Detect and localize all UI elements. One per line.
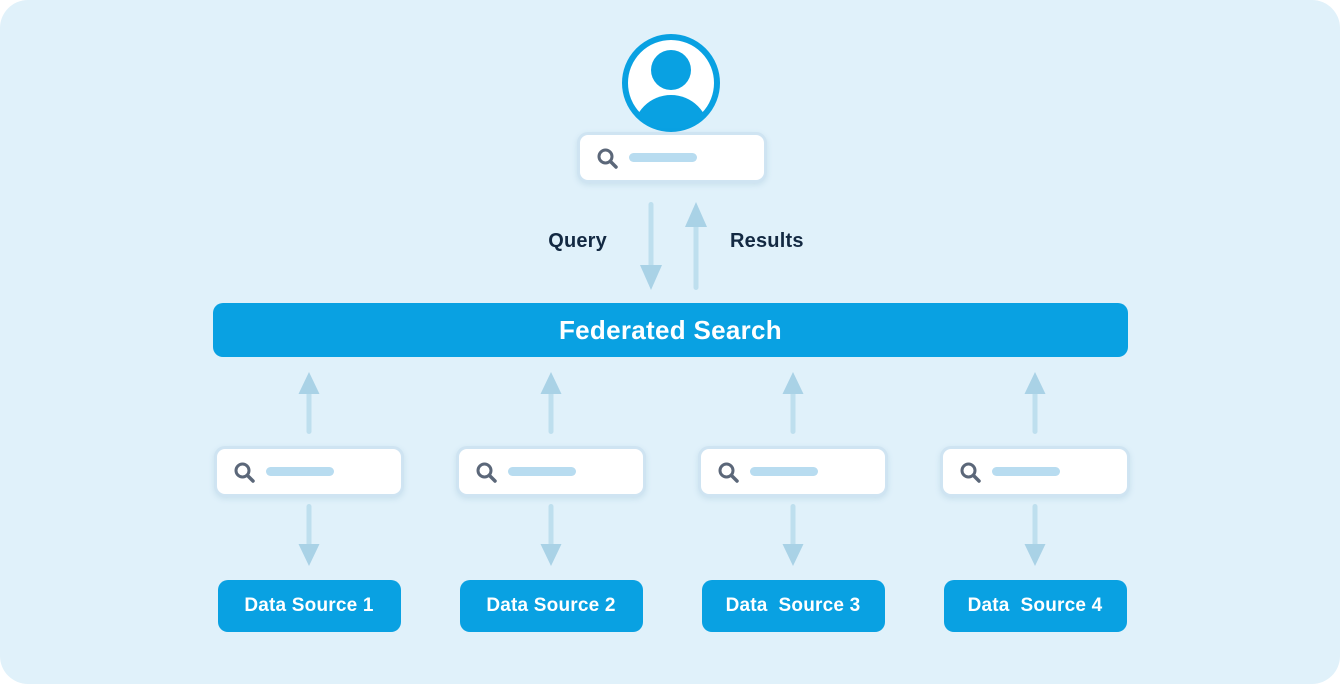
search-icon [476,462,497,483]
data-source-column: Data Source 2 [456,372,646,634]
query-label: Query [548,230,607,252]
results-label: Results [730,230,804,252]
data-source-1-button[interactable]: Data Source 1 [217,580,401,632]
source-search-input[interactable] [214,446,404,497]
source-search-input[interactable] [940,446,1130,497]
search-icon [597,148,618,169]
down-arrow-icon [1024,504,1046,566]
up-arrow-icon [298,372,320,434]
up-arrow-icon [782,372,804,434]
up-arrow-icon [685,202,707,290]
down-arrow-icon [640,202,662,290]
placeholder-line [629,153,697,162]
placeholder-line [508,467,576,476]
down-arrow-icon [298,504,320,566]
placeholder-line [992,467,1060,476]
user-search-input[interactable] [577,132,767,183]
search-icon [718,462,739,483]
up-arrow-icon [1024,372,1046,434]
search-icon [960,462,981,483]
data-source-2-button[interactable]: Data Source 2 [459,580,643,632]
data-source-4-button[interactable]: Data Source 4 [943,580,1127,632]
up-arrow-icon [540,372,562,434]
user-avatar-icon [622,34,720,132]
federated-search-bar: Federated Search [213,303,1128,357]
source-search-input[interactable] [698,446,888,497]
source-search-input[interactable] [456,446,646,497]
data-source-column: Data Source 3 [698,372,888,634]
placeholder-line [750,467,818,476]
data-source-3-button[interactable]: Data Source 3 [701,580,885,632]
placeholder-line [266,467,334,476]
down-arrow-icon [782,504,804,566]
down-arrow-icon [540,504,562,566]
data-source-column: Data Source 1 [214,372,404,634]
search-icon [234,462,255,483]
data-source-column: Data Source 4 [940,372,1130,634]
